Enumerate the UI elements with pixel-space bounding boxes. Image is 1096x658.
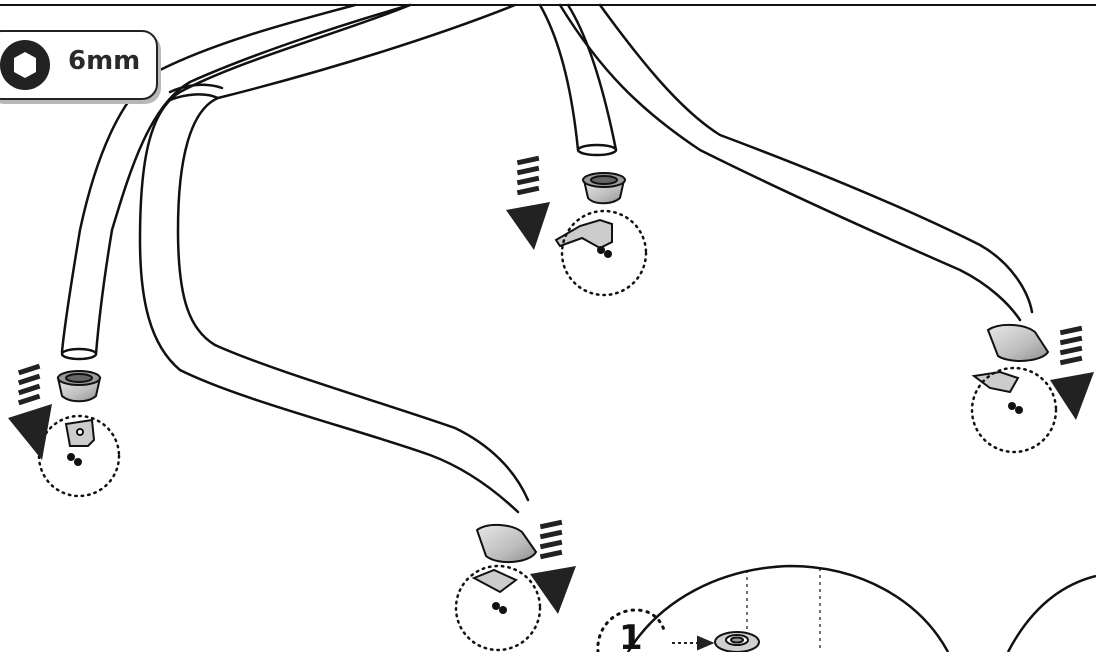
step-number: 1 bbox=[619, 618, 643, 658]
down-arrow-left bbox=[8, 364, 52, 460]
down-arrow-front bbox=[530, 520, 576, 614]
screws-left bbox=[67, 453, 82, 466]
foot-glide-right bbox=[988, 325, 1048, 361]
bracket-right bbox=[974, 372, 1018, 392]
foot-glide-front bbox=[477, 525, 536, 562]
screws-front bbox=[492, 602, 507, 614]
detail-view-circle-step1 bbox=[628, 566, 948, 652]
chair-base-legs bbox=[62, 5, 1032, 512]
bracket-left bbox=[66, 420, 94, 446]
hex-key-icon bbox=[0, 40, 50, 90]
bracket-front bbox=[474, 570, 516, 592]
foot-cap-left bbox=[58, 371, 100, 401]
down-arrow-middle bbox=[506, 156, 550, 250]
tool-size-label: 6mm bbox=[68, 46, 140, 76]
screws-right bbox=[1008, 402, 1023, 414]
detail-view-circle-step2 bbox=[1008, 576, 1096, 652]
hex-key-tool-badge: 6mm bbox=[0, 30, 158, 100]
leg-front bbox=[140, 5, 518, 512]
bracket-middle bbox=[556, 220, 612, 248]
washer-part bbox=[715, 632, 759, 652]
foot-cap-middle bbox=[583, 173, 625, 203]
step-pointer-arrow bbox=[672, 637, 712, 649]
leg-rear-middle bbox=[540, 5, 578, 150]
screws-middle bbox=[597, 246, 612, 258]
